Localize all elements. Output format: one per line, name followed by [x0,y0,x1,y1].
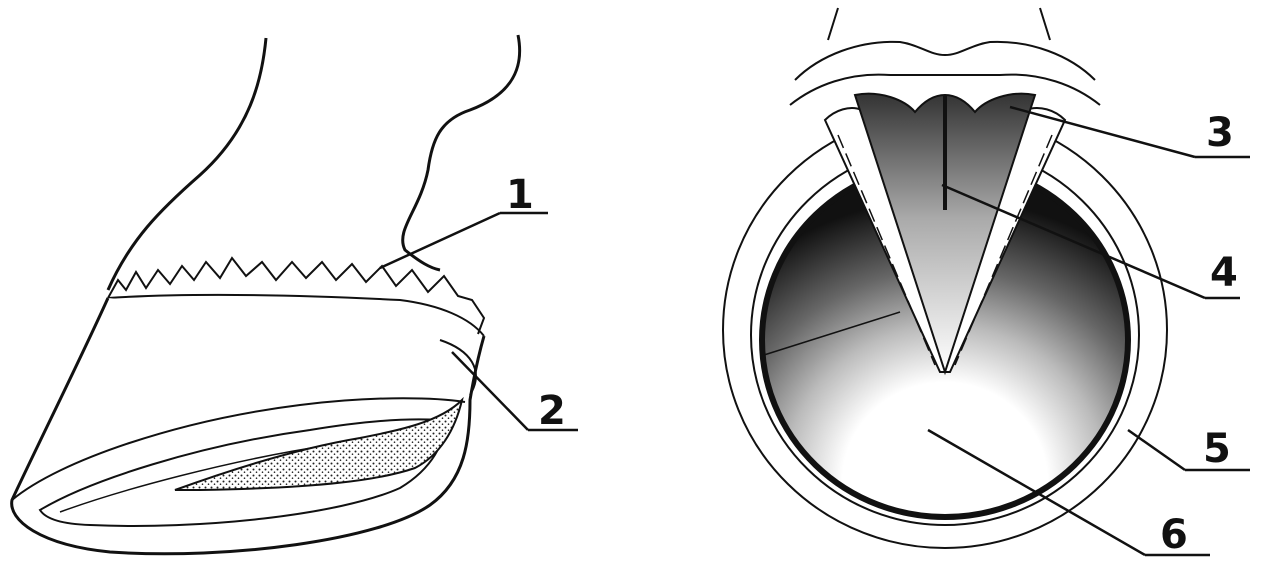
leader-line-1 [380,213,500,268]
lateral-hoof-view: 1 2 [12,35,578,554]
label-3: 3 [1206,110,1234,156]
label-2: 2 [538,388,566,434]
label-4: 4 [1210,250,1238,296]
label-5: 5 [1203,426,1231,472]
pastern-left-line [828,8,838,40]
label-6: 6 [1160,512,1188,558]
pastern-right-line [1040,8,1050,40]
pastern-front-outline [108,38,266,290]
pastern-back-outline [403,35,520,270]
leader-line-5 [1128,430,1185,470]
label-1: 1 [506,172,534,218]
solar-hoof-view: 3 4 5 6 [723,8,1250,558]
